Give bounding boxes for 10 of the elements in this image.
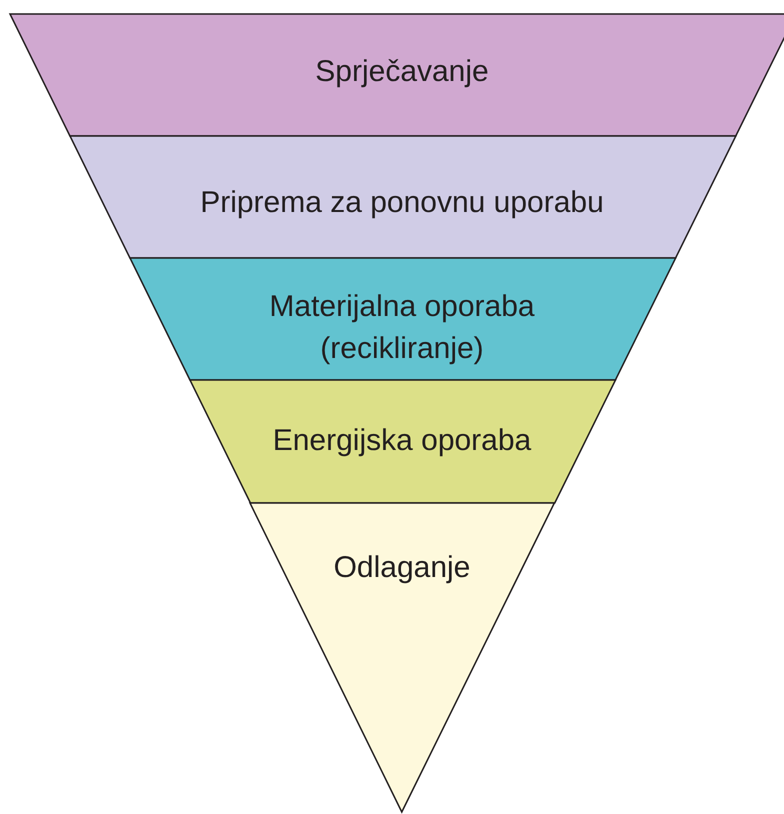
hierarchy-band: [190, 380, 616, 503]
hierarchy-band: [130, 258, 676, 380]
hierarchy-band: [70, 136, 736, 258]
band-label: Materijalna oporaba (recikliranje): [268, 289, 536, 367]
band-label: Energijska oporaba: [272, 423, 532, 459]
hierarchy-band: [250, 503, 555, 812]
band-label: Odlaganje: [334, 550, 470, 586]
band-label: Sprječavanje: [315, 54, 489, 90]
hierarchy-band: [10, 14, 784, 136]
band-label: Priprema za ponovnu uporabu: [200, 185, 604, 221]
